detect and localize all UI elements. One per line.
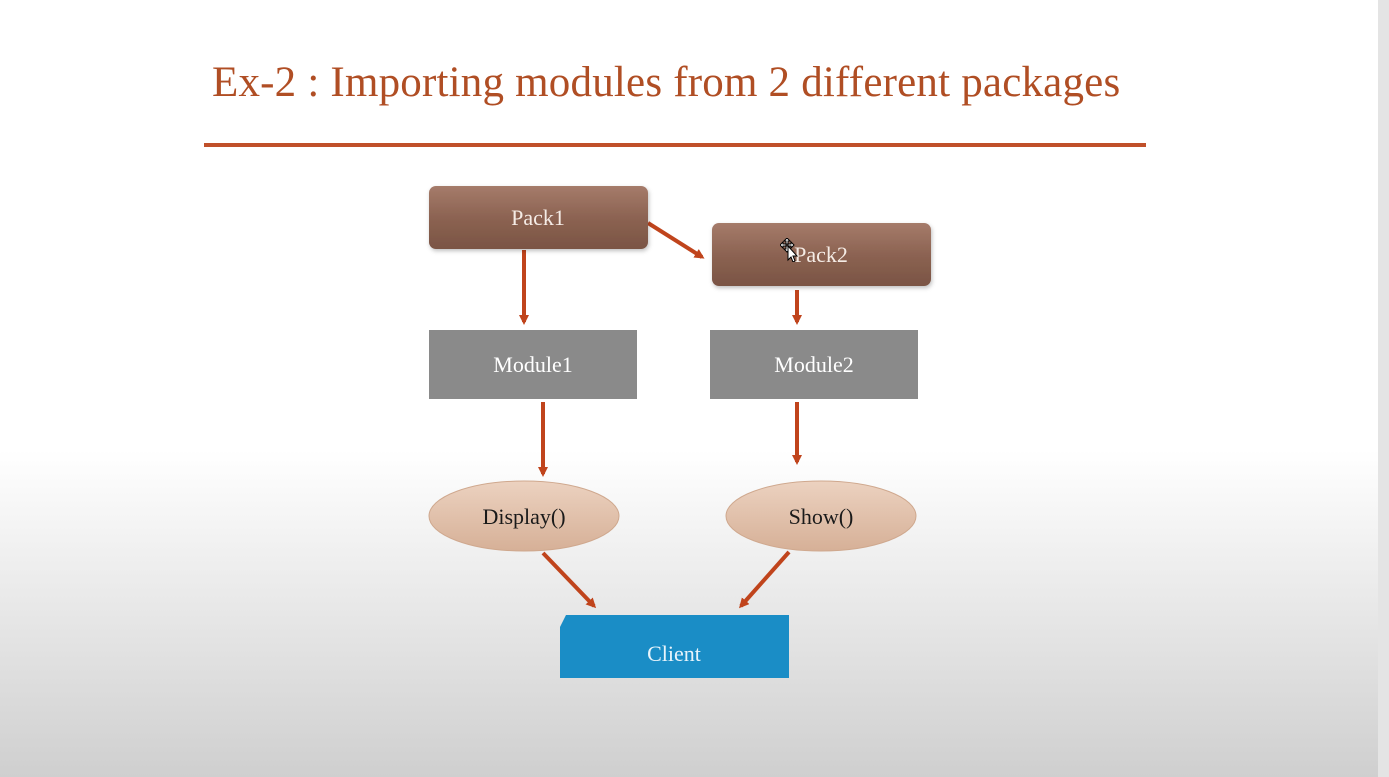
pack1-node: Pack1 [429, 186, 648, 249]
display-function-node: Display() [428, 480, 620, 552]
move-cursor-icon [780, 238, 799, 262]
edge-display-client [541, 551, 597, 609]
pack2-label: Pack2 [794, 242, 848, 267]
module1-label: Module1 [493, 352, 572, 377]
show-function-node: Show() [725, 480, 917, 552]
module2-label: Module2 [774, 352, 853, 377]
title-divider [204, 143, 1146, 147]
client-label: Client [647, 641, 701, 666]
slide-title: Ex-2 : Importing modules from 2 differen… [212, 59, 1121, 106]
client-node: Client [560, 615, 789, 678]
edge-show-client [739, 550, 791, 609]
edges [519, 221, 802, 609]
module1-node: Module1 [429, 330, 637, 399]
pack2-node: Pack2 [712, 223, 931, 286]
window-edge [1378, 0, 1389, 777]
display-function-label: Display() [482, 504, 565, 529]
show-function-label: Show() [789, 504, 854, 529]
module2-node: Module2 [710, 330, 918, 399]
pack1-label: Pack1 [511, 205, 565, 230]
edge-pack1-pack2 [646, 221, 705, 259]
